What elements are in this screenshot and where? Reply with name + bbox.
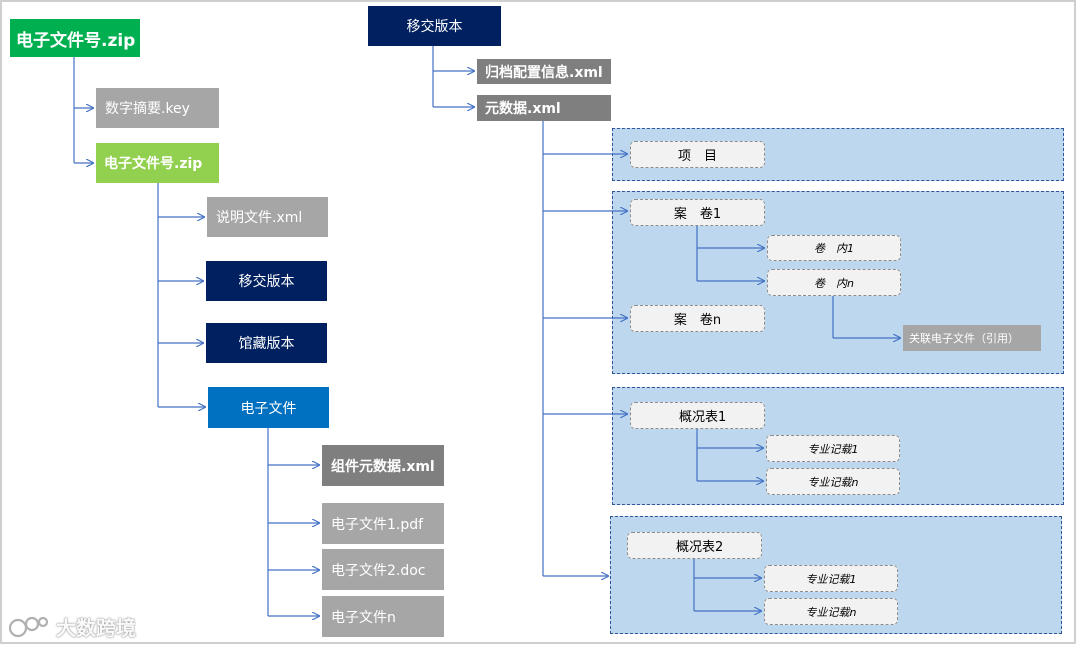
metadata-xml-node: 元数据.xml [477,95,611,121]
archive-config-xml-node: 归档配置信息.xml [477,59,611,84]
archive-version-node: 馆藏版本 [206,323,327,363]
efile-1-pdf-node: 电子文件1.pdf [322,503,444,544]
inner-zip-node: 电子文件号.zip [96,143,219,183]
overview-1-record: 概况表1 [630,402,765,429]
volume-1-item-1-record: 卷 内1 [767,235,901,261]
volume-n-record: 案 卷n [630,305,765,332]
transfer-version-node: 移交版本 [206,261,327,301]
overview-1-record-1: 专业记载1 [766,435,900,462]
watermark-text: 大数跨境 [56,616,136,640]
component-metadata-node: 组件元数据.xml [322,445,444,486]
overview-1-record-n: 专业记载n [766,468,900,495]
volume-1-record: 案 卷1 [630,199,765,226]
efile-n-node: 电子文件n [322,596,444,637]
efile-node: 电子文件 [208,387,329,428]
overview-2-record-1: 专业记载1 [764,565,898,592]
volume-1-item-n-record: 卷 内n [767,269,901,296]
project-record: 项 目 [630,141,765,168]
digest-key-node: 数字摘要.key [96,88,219,128]
root-zip-node: 电子文件号.zip [10,19,140,57]
transfer-version-root-node: 移交版本 [368,6,501,46]
overview-2-record-n: 专业记载n [764,598,898,625]
linked-efile-node: 关联电子文件（引用） [903,325,1041,351]
efile-2-doc-node: 电子文件2.doc [322,549,444,590]
watermark: 大数跨境 [8,612,136,641]
watermark-logo-icon [8,616,49,637]
readme-xml-node: 说明文件.xml [207,197,328,237]
overview-2-record: 概况表2 [627,532,762,559]
